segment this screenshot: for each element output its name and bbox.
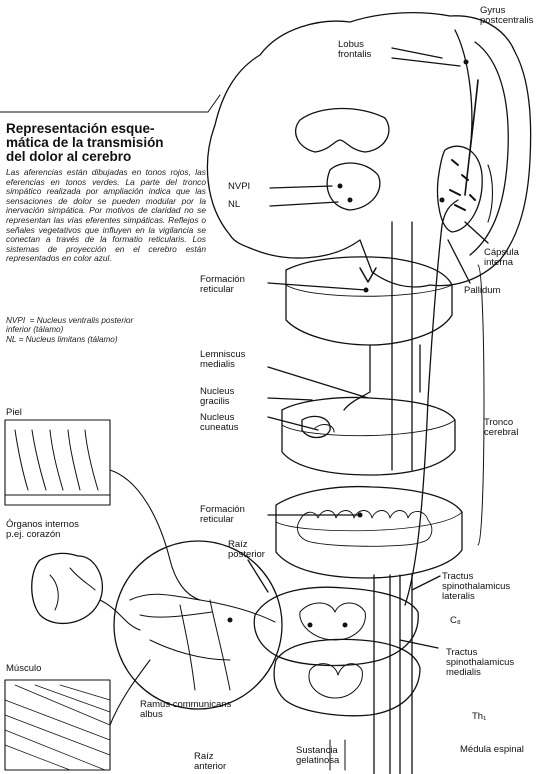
label-tractus-lateralis: Tractus spinothalamicus lateralis bbox=[442, 572, 510, 602]
label-musculo: Músculo bbox=[6, 664, 41, 674]
label-tractus-medialis: Tractus spinothalamicus medialis bbox=[446, 648, 514, 678]
label-c8: C₈ bbox=[450, 616, 461, 626]
ganglion-magnified bbox=[114, 541, 282, 709]
basal-ganglia bbox=[438, 146, 483, 232]
label-nl: NL bbox=[228, 200, 240, 210]
heart-drawing bbox=[32, 553, 103, 623]
label-pallidum: Pallidum bbox=[464, 286, 500, 296]
ventricle bbox=[296, 108, 389, 152]
midbrain-section bbox=[286, 257, 452, 345]
label-nucleus-cuneatus: Nucleus cuneatus bbox=[200, 413, 239, 433]
label-medula-espinal: Médula espinal bbox=[460, 745, 524, 755]
label-tronco-cerebral: Tronco cerebral bbox=[484, 418, 518, 438]
cuneate-nucleus bbox=[315, 425, 334, 432]
label-nucleus-gracilis: Nucleus gracilis bbox=[200, 387, 234, 407]
spinal-segment-th1 bbox=[274, 639, 420, 715]
label-piel: Piel bbox=[6, 408, 22, 418]
brain-inner-fold bbox=[470, 42, 508, 255]
muscle-box bbox=[5, 680, 110, 770]
label-nvpi: NVPI bbox=[228, 182, 250, 192]
label-gyrus-postcentralis: Gyrus postcentralis bbox=[480, 6, 533, 26]
abbreviation-legend: NVPI = Nucleus ventralis posterior infer… bbox=[6, 316, 206, 344]
grey-matter-c8 bbox=[300, 603, 366, 640]
diagram-title: Representación esque- mática de la trans… bbox=[6, 122, 206, 164]
label-raiz-anterior: Raíz anterior bbox=[194, 752, 226, 772]
label-th1: Th₁ bbox=[472, 712, 486, 722]
label-raiz-posterior: Raíz posterior bbox=[228, 540, 265, 560]
label-lobus-frontalis: Lobus frontalis bbox=[338, 40, 371, 60]
label-capsula-interna: Cápsula interna bbox=[484, 248, 519, 268]
aqueduct-mark bbox=[360, 268, 376, 282]
label-formacion-reticular-lower: Formación reticular bbox=[200, 505, 245, 525]
diagram-description: Las aferencias están dibujadas en tonos … bbox=[6, 168, 206, 264]
label-formacion-reticular-upper: Formación reticular bbox=[200, 275, 245, 295]
label-sustancia-gelatinosa: Sustancia gelatinosa bbox=[296, 746, 339, 766]
label-ramus-communicans: Ramus communicans albus bbox=[140, 700, 231, 720]
label-lemniscus-medialis: Lemniscus medialis bbox=[200, 350, 245, 370]
lower-brainstem-section bbox=[276, 487, 462, 578]
legend-nvpi: NVPI = Nucleus ventralis posterior infer… bbox=[6, 316, 206, 335]
label-organos-internos: Órganos internos p.ej. corazón bbox=[6, 520, 79, 540]
brain-fold-2 bbox=[455, 30, 472, 150]
grey-matter-th1 bbox=[309, 664, 362, 698]
spinal-segment-c8 bbox=[254, 587, 418, 665]
reticular-gyri bbox=[297, 511, 431, 547]
thalamus bbox=[327, 163, 380, 210]
legend-nl: NL = Nucleus limitans (tálamo) bbox=[6, 335, 206, 344]
